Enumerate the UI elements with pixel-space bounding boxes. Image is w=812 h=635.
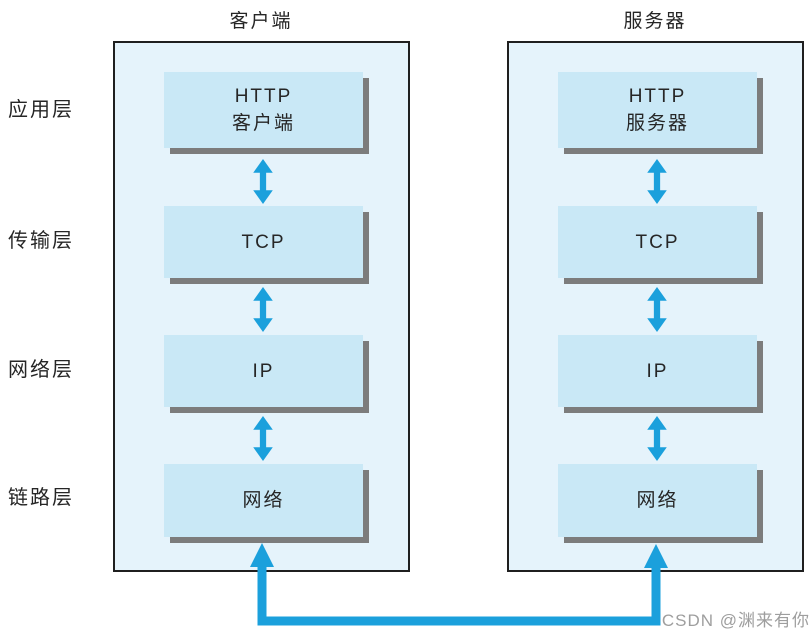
csdn-watermark: CSDN @渊来有你	[661, 611, 810, 630]
server-ip-box: IP	[558, 335, 757, 407]
server-stack: HTTP 服务器 TCP IP 网络	[507, 41, 804, 572]
client-tcp-box: TCP	[164, 206, 363, 278]
double-arrow-icon	[253, 287, 273, 332]
server-http-box: HTTP 服务器	[558, 72, 757, 148]
link-layer-label: 链路层	[8, 487, 74, 509]
transport-layer-label: 传输层	[8, 230, 74, 252]
server-tcp-box: TCP	[558, 206, 757, 278]
network-layer-label: 网络层	[8, 359, 74, 381]
server-network-box: 网络	[558, 464, 757, 537]
double-arrow-icon	[647, 159, 667, 204]
double-arrow-icon	[253, 416, 273, 461]
client-ip-box: IP	[164, 335, 363, 407]
double-arrow-icon	[253, 159, 273, 204]
server-column-title: 服务器	[623, 11, 687, 32]
application-layer-label: 应用层	[8, 99, 74, 121]
client-stack: HTTP 客户端 TCP IP 网络	[113, 41, 410, 572]
double-arrow-icon	[647, 287, 667, 332]
client-http-box: HTTP 客户端	[164, 72, 363, 148]
client-network-box: 网络	[164, 464, 363, 537]
double-arrow-icon	[647, 416, 667, 461]
client-column-title: 客户端	[229, 11, 293, 32]
